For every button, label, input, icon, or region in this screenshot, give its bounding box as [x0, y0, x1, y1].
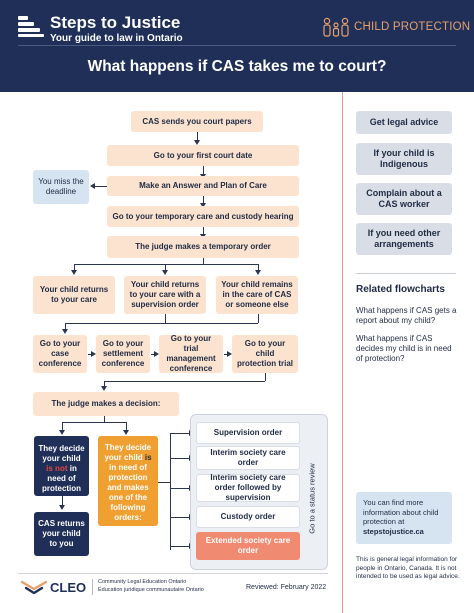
arrow-right: [170, 485, 194, 491]
connector: [74, 264, 258, 265]
conf-trial-management: Go to your trial management conference: [159, 334, 223, 373]
step-court-papers: CAS sends you court papers: [131, 111, 263, 132]
section-label: CHILD PROTECTION: [354, 21, 471, 33]
page-title: What happens if CAS takes me to court?: [87, 58, 387, 75]
disclaimer: This is general legal information for pe…: [356, 556, 460, 580]
decision-text: in need of protection and makes one of t…: [107, 463, 149, 522]
arrow-right: [151, 351, 159, 357]
reviewed-date: Reviewed: February 2022: [246, 584, 327, 591]
outcome-child-returns: Your child returns to your care: [33, 276, 115, 314]
arrow-down: [255, 264, 261, 275]
related-flowcharts-title: Related flowcharts: [356, 284, 445, 295]
header-banner: Steps to Justice Your guide to law in On…: [0, 0, 474, 92]
step-answer-plan: Make an Answer and Plan of Care: [107, 176, 299, 196]
other-arrangements-button[interactable]: If you need other arrangements: [356, 223, 452, 255]
arrow-down: [62, 323, 68, 334]
connector: [104, 381, 265, 382]
outcome-supervision-order: Your child returns to your care with a s…: [124, 276, 206, 314]
connector: [62, 422, 126, 423]
missed-deadline-note: You miss the deadline: [33, 170, 89, 204]
related-link-in-need[interactable]: What happens if CAS decides my child is …: [356, 334, 452, 363]
order-interim-then-supervision: Interim society care order followed by s…: [196, 473, 300, 502]
decision-not-in-need: They decide your child is not in need of…: [34, 436, 89, 496]
status-review-label: Go to a status review: [300, 452, 324, 544]
arrow-down: [194, 132, 200, 145]
connector: [158, 482, 170, 483]
indigenous-child-button[interactable]: If your child is Indigenous: [356, 143, 452, 175]
cleo-logo-icon: [20, 580, 48, 595]
site-link[interactable]: stepstojustice.ca: [363, 526, 424, 536]
get-legal-advice-button[interactable]: Get legal advice: [356, 111, 452, 134]
conf-case: Go to your case conference: [33, 335, 87, 373]
footer-divider: [18, 573, 328, 574]
arrow-right: [170, 543, 194, 549]
decision-text: in need of protection: [41, 464, 82, 493]
status-review-text: Go to a status review: [307, 462, 317, 534]
connector: [258, 314, 259, 323]
decision-emphasis: is: [144, 453, 152, 462]
arrow-down: [71, 264, 77, 275]
arrow-right: [170, 455, 194, 461]
arrow-down: [162, 264, 168, 275]
sidebar-divider: [342, 92, 343, 613]
arrow-down: [200, 227, 206, 239]
brand-subtitle: Your guide to law in Ontario: [50, 33, 183, 44]
arrow-down: [59, 422, 65, 435]
header-divider: [18, 45, 456, 46]
conf-protection-trial: Go to your child protection trial: [232, 335, 298, 373]
arrow-down: [200, 166, 206, 179]
complain-cas-worker-button[interactable]: Complain about a CAS worker: [356, 183, 452, 215]
more-info-text: You can find more information about chil…: [363, 498, 439, 526]
order-custody: Custody order: [196, 506, 300, 528]
step-first-court-date: Go to your first court date: [107, 145, 299, 166]
arrow-right: [170, 514, 194, 520]
order-interim-society-care: Interim society care order: [196, 446, 300, 470]
decision-emphasis: is not: [46, 464, 68, 473]
arrow-down: [101, 381, 107, 391]
connector: [165, 314, 166, 323]
related-link-report[interactable]: What happens if CAS gets a report about …: [356, 306, 457, 325]
step-temporary-order: The judge makes a temporary order: [107, 236, 299, 258]
brand-title[interactable]: Steps to Justice: [50, 13, 181, 32]
connector: [104, 416, 105, 422]
outcome-remains-in-care: Your child remains in the care of CAS or…: [216, 276, 298, 314]
arrow-right: [88, 351, 96, 357]
decision-text: They decide your child: [38, 444, 85, 463]
judge-decision: The judge makes a decision:: [33, 392, 179, 416]
arrow-down: [59, 496, 65, 510]
arrow-down: [200, 196, 206, 208]
decision-text: They decide your child: [104, 443, 152, 462]
conf-settlement: Go to your settlement conference: [96, 335, 150, 373]
connector: [65, 323, 258, 324]
arrow-left: [90, 183, 107, 189]
related-divider: [356, 273, 456, 274]
arrow-right: [224, 351, 232, 357]
connector: [265, 373, 266, 381]
connector: [203, 258, 204, 264]
steps-logo-icon: [18, 16, 44, 37]
more-info-box: You can find more information about chil…: [356, 492, 452, 544]
order-bracket: [170, 433, 171, 550]
org-name-french: Éducation juridique communautaire Ontari…: [98, 587, 204, 593]
footer-separator: [92, 579, 93, 595]
decision-in-need: They decide your child is in need of pro…: [98, 436, 158, 526]
family-icon: [323, 17, 349, 37]
arrow-down: [123, 422, 129, 435]
order-extended-society-care: Extended society care order: [196, 532, 300, 560]
org-name-english: Community Legal Education Ontario: [98, 579, 187, 585]
arrow-right: [170, 430, 194, 436]
step-temporary-hearing: Go to your temporary care and custody he…: [107, 206, 299, 227]
cleo-name: CLEO: [50, 580, 87, 595]
cas-returns-child: CAS returns your child to you: [34, 512, 89, 556]
order-supervision: Supervision order: [196, 422, 300, 444]
